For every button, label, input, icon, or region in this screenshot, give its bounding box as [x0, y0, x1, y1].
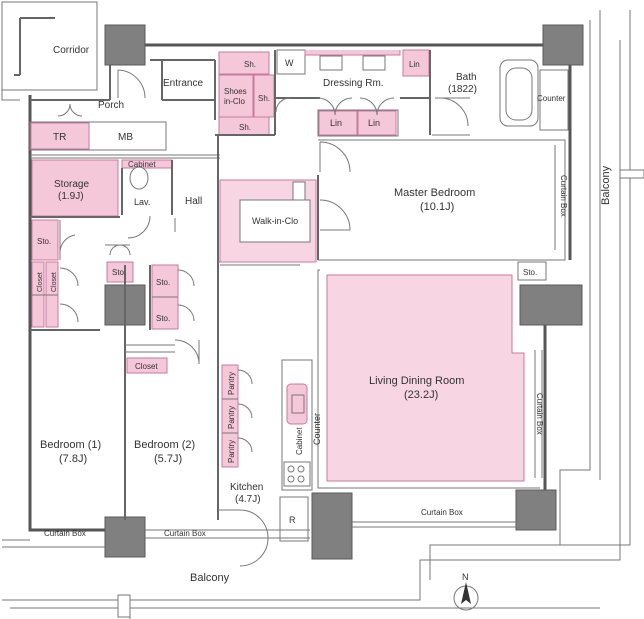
living-dining-label: Living Dining Room [369, 375, 464, 387]
bedroom1-size: (7.8J) [59, 453, 87, 465]
curtain-box-living-bottom-label: Curtain Box [421, 508, 463, 517]
living-dining-zone [317, 269, 543, 489]
counter-bath-label: Counter [537, 94, 566, 103]
walkin-closet-label: Walk-in-Clo [252, 216, 298, 226]
storage-lav-zone [30, 154, 220, 239]
north-arrow [453, 582, 479, 611]
kitchen-zone [218, 359, 313, 567]
closet-b-label: Closet [51, 272, 58, 292]
bath-zone [432, 59, 569, 136]
lin-top-label: Lin [409, 60, 420, 69]
curtain-box-bed2-label: Curtain Box [164, 529, 206, 538]
dressing-room-zone [275, 49, 431, 137]
sto-center [124, 264, 200, 520]
master-bedroom-label: Master Bedroom [394, 187, 475, 199]
hall-label: Hall [185, 196, 202, 207]
master-bedroom-zone [219, 139, 566, 281]
sto-left-label: Sto. [37, 237, 51, 246]
lin-left-label: Lin [330, 118, 342, 128]
storage-label: Storage [54, 179, 89, 190]
counter-kitchen-label: Counter [312, 413, 322, 445]
tr-label: TR [53, 132, 66, 143]
shoes-closet-label-2: in-Clo [224, 97, 245, 106]
w-label: W [285, 58, 294, 68]
sto-a-label: Sto. [156, 278, 170, 287]
corridor-area [1, 1, 98, 101]
kitchen-label: Kitchen [230, 482, 263, 493]
bath-label: Bath [456, 72, 477, 83]
sh-bottom-label: Sh. [239, 123, 251, 132]
bedroom1-label: Bedroom (1) [40, 439, 101, 451]
cabinet-hall-label: Cabinet [128, 160, 156, 169]
porch-label: Porch [98, 100, 124, 111]
mb-label: MB [118, 132, 133, 143]
curtain-box-living-side-label: Curtain Box [535, 393, 544, 435]
sto-mid-label: Sto. [112, 268, 126, 277]
living-dining-size: (23.2J) [404, 389, 438, 401]
master-bedroom-size: (10.1J) [420, 201, 454, 213]
pantry-3-label: Pantry [227, 440, 236, 463]
balcony-zone [2, 10, 644, 619]
pantry-1-label: Pantry [227, 372, 236, 395]
sto-b-label: Sto. [156, 314, 170, 323]
storage-size-label: (1.9J) [58, 191, 84, 202]
bath-size-label: (1822) [448, 84, 477, 95]
porch-entrance-zone [29, 59, 216, 151]
closet-bed2-label: Closet [135, 362, 158, 371]
sto-living-label: Sto. [523, 268, 537, 277]
bedroom2-size: (5.7J) [154, 453, 182, 465]
balcony-right-label: Balcony [600, 165, 612, 205]
sh-right-label: Sh. [258, 94, 270, 103]
dressing-label: Dressing Rm. [323, 78, 384, 89]
entrance-label: Entrance [163, 78, 203, 89]
curtain-box-bed1-label: Curtain Box [44, 529, 86, 538]
curtain-box-master-label: Curtain Box [559, 175, 568, 217]
north-label: N [462, 572, 469, 582]
sh-top-label: Sh. [244, 60, 256, 69]
kitchen-size: (4.7J) [235, 494, 261, 505]
shoes-closet-label-1: Shoes [224, 87, 247, 96]
pantry-2-label: Pantry [227, 406, 236, 429]
balcony-bottom-label: Balcony [190, 572, 230, 584]
corridor-label: Corridor [53, 45, 90, 56]
bedroom1-closets [30, 261, 100, 331]
fridge-label: R [289, 515, 296, 525]
cabinet-kitchen-label: Cabinet [295, 427, 304, 455]
closet-a-label: Closet [37, 272, 44, 292]
shoes-closet-zone [215, 50, 276, 136]
pantry-zone [221, 364, 253, 468]
lin-right-label: Lin [368, 118, 380, 128]
lav-label: Lav. [134, 197, 150, 207]
bedroom2-label: Bedroom (2) [134, 439, 195, 451]
